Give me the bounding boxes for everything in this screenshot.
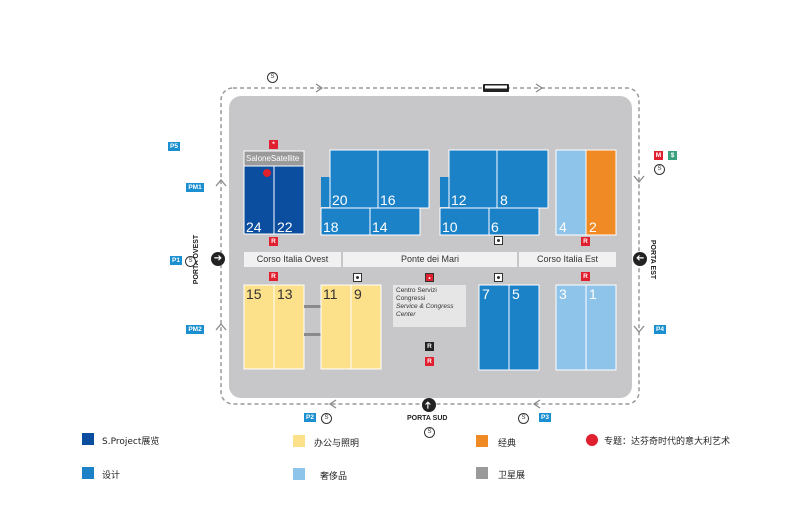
legend-design: 设计 [102, 471, 121, 481]
gate-south-label: PORTA SUD [407, 415, 448, 422]
hall-22-block [273, 165, 305, 235]
gate-west-arrow-icon[interactable]: ➔ [211, 252, 225, 266]
parking-p5[interactable]: P5 [168, 142, 180, 151]
gate-east-label: PORTA EST [649, 239, 657, 280]
hall-5-block [508, 284, 540, 371]
service-point-icon[interactable]: • [425, 273, 434, 282]
hall-14-block [369, 207, 421, 236]
hall-14[interactable]: 14 [372, 219, 388, 235]
hall-7-block [478, 284, 510, 371]
service-center-block [393, 285, 466, 327]
parking-p4[interactable]: P4 [654, 325, 666, 334]
hall-11-block [320, 284, 352, 370]
legend-classic-swatch [476, 435, 488, 447]
hall-11[interactable]: 11 [323, 286, 338, 302]
hall-24-block [243, 165, 275, 235]
info-point-icon[interactable] [494, 236, 503, 245]
legend-classic: 经典 [498, 439, 517, 449]
hall-15-block [243, 284, 275, 370]
hall-10[interactable]: 10 [442, 219, 458, 235]
hall-2[interactable]: 2 [589, 219, 597, 235]
street-west: Corso Italia Ovest [244, 252, 341, 267]
hall-10-block [439, 207, 490, 236]
shuttle-stop-p2[interactable]: S [321, 413, 332, 424]
connector [304, 333, 321, 336]
hall-13-block [273, 284, 305, 370]
hall-6[interactable]: 6 [491, 219, 499, 235]
hall-15[interactable]: 15 [246, 286, 262, 302]
parking-p1[interactable]: P1 [170, 256, 182, 265]
restaurant-2[interactable]: R [581, 237, 590, 246]
restaurant-service-black[interactable]: R [425, 342, 434, 351]
restaurant-15[interactable]: R [269, 272, 278, 281]
restaurant-1[interactable]: R [581, 272, 590, 281]
hall-1[interactable]: 1 [589, 286, 597, 302]
hall-4[interactable]: 4 [559, 219, 567, 235]
hall-2-block [585, 149, 617, 236]
parking-p3[interactable]: P3 [539, 413, 551, 422]
hall-9[interactable]: 9 [354, 286, 362, 302]
shuttle-stop-west[interactable]: S [185, 256, 196, 267]
hall-16-block [377, 149, 430, 209]
legend-special-swatch [586, 434, 598, 446]
special-exhibit-marker [263, 169, 271, 177]
hall-9-block [350, 284, 382, 370]
connector [304, 305, 321, 308]
info-point-icon[interactable] [494, 273, 503, 282]
info-point-icon[interactable] [353, 273, 362, 282]
restaurant-22[interactable]: R [269, 237, 278, 246]
restaurant-service-red[interactable]: R [425, 357, 434, 366]
hall-3[interactable]: 3 [559, 286, 567, 302]
hall-7[interactable]: 7 [482, 286, 490, 302]
hall-8-block [496, 149, 549, 209]
hall-6-block [488, 207, 540, 236]
legend-luxury: 奢侈品 [320, 472, 348, 482]
legend-satellite: 卫星展 [498, 471, 526, 481]
metro-badge[interactable]: M [654, 151, 663, 160]
hall-20[interactable]: 20 [332, 192, 348, 208]
shuttle-stop-top[interactable]: S [267, 72, 278, 83]
parking-pm2[interactable]: PM2 [186, 325, 204, 334]
hall-12-block [448, 149, 498, 209]
gate-south-arrow-icon[interactable]: ➔ [422, 398, 436, 412]
legend-office-swatch [293, 435, 305, 447]
service-center-label: Centro Servizi Congressi Service & Congr… [396, 287, 454, 318]
hall-18-block [320, 207, 371, 236]
legend-satellite-swatch [476, 467, 488, 479]
hall-1-block [585, 284, 617, 371]
legend-office: 办公与照明 [314, 439, 360, 449]
legend-sproject: S.Project展览 [102, 437, 160, 447]
legend-design-swatch [82, 467, 94, 479]
tram-icon: $ [668, 151, 677, 160]
legend-special: 专题：达芬奇时代的意大利艺术 [604, 437, 731, 447]
hall-8[interactable]: 8 [500, 192, 508, 208]
hall-18[interactable]: 18 [323, 219, 339, 235]
bus-icon [483, 84, 509, 92]
asterisk-icon: * [269, 140, 278, 149]
legend-sproject-swatch [82, 433, 94, 445]
gate-east-arrow-icon[interactable]: ➔ [633, 252, 647, 266]
hall-22[interactable]: 22 [277, 219, 293, 235]
parking-pm1[interactable]: PM1 [186, 183, 204, 192]
legend-luxury-swatch [293, 468, 305, 480]
shuttle-stop-east[interactable]: S [654, 164, 665, 175]
satellite-label: SaloneSatellite [246, 154, 300, 163]
parking-p2[interactable]: P2 [304, 413, 316, 422]
hall-5[interactable]: 5 [512, 286, 520, 302]
hall-13[interactable]: 13 [277, 286, 293, 302]
shuttle-stop-p3[interactable]: S [518, 413, 529, 424]
direction-arrows [215, 83, 645, 409]
hall-16[interactable]: 16 [380, 192, 396, 208]
street-east: Corso Italia Est [519, 252, 616, 267]
shuttle-stop-south[interactable]: S [424, 427, 435, 438]
street-center: Ponte dei Mari [343, 252, 517, 267]
hall-12[interactable]: 12 [451, 192, 467, 208]
hall-24[interactable]: 24 [246, 219, 262, 235]
